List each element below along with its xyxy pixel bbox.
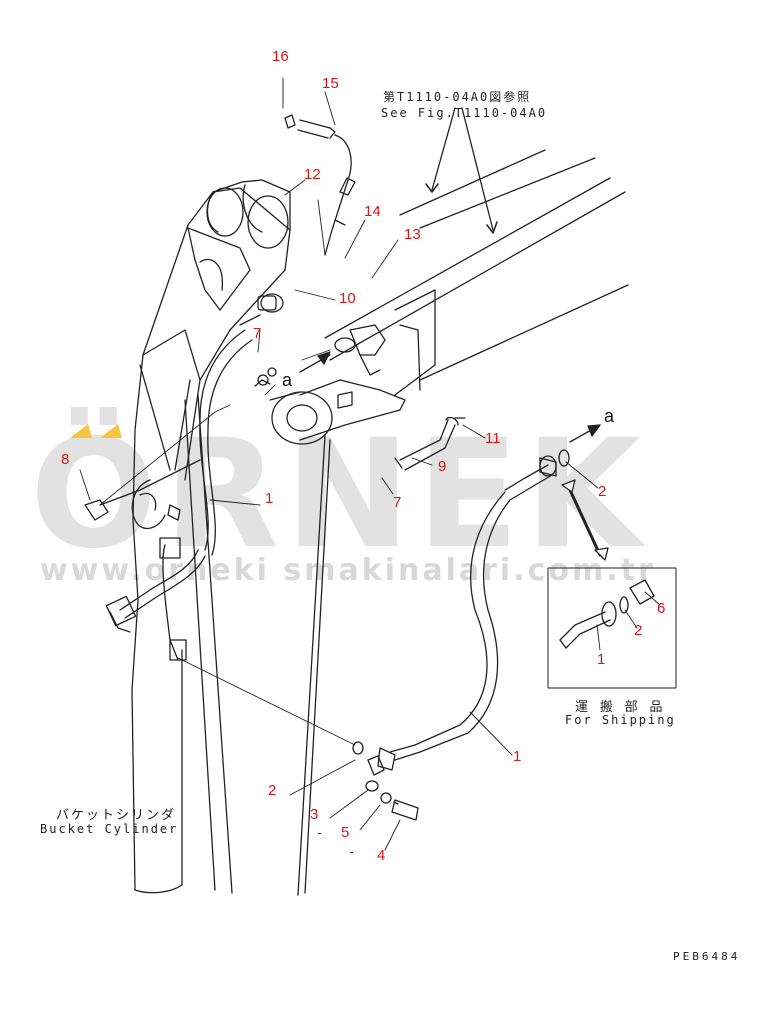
callout-5: 5 bbox=[341, 824, 350, 841]
callout-4: 4 bbox=[377, 847, 386, 864]
callout-12: 12 bbox=[304, 166, 321, 183]
reference-arrows bbox=[299, 107, 601, 443]
view-letter: a bbox=[282, 370, 293, 390]
callout-15: 15 bbox=[322, 75, 339, 92]
watermark-brand: ÖRNEK bbox=[30, 408, 648, 582]
dash-mark: - bbox=[348, 845, 358, 859]
shipping-box bbox=[547, 567, 677, 689]
callout-9: 9 bbox=[438, 458, 447, 475]
callout-14: 14 bbox=[364, 203, 381, 220]
fittings-bottom bbox=[352, 741, 419, 821]
callout-6: 6 bbox=[657, 600, 666, 617]
callout-7: 7 bbox=[393, 494, 402, 511]
reference-note-jp: 第T1110-04A0図参照 bbox=[383, 90, 532, 104]
shipping-arrow-head bbox=[594, 547, 609, 561]
drawing-code: PEB6484 bbox=[673, 950, 741, 963]
dash-mark: - bbox=[316, 826, 326, 840]
watermark-accent bbox=[100, 424, 122, 438]
pin-assembly bbox=[284, 114, 356, 256]
watermark-url: www.orneki smakinalari.com.tr bbox=[40, 553, 656, 588]
callout-3: 3 bbox=[310, 806, 319, 823]
callout-10: 10 bbox=[339, 290, 356, 307]
hose-1-left bbox=[105, 314, 261, 661]
callout-1: 1 bbox=[513, 748, 522, 765]
hose-clamps bbox=[254, 293, 386, 409]
shipping-double-arrow bbox=[568, 488, 602, 557]
shipping-parts bbox=[559, 579, 655, 649]
callout-11: 11 bbox=[485, 430, 501, 447]
watermark-accent bbox=[70, 424, 92, 438]
callout-2: 2 bbox=[268, 782, 277, 799]
callout-1: 1 bbox=[597, 651, 606, 668]
callout-16: 16 bbox=[272, 48, 289, 65]
reference-note-en: See Fig.T1110-04A0 bbox=[381, 106, 548, 120]
hose-9 bbox=[394, 416, 466, 471]
bracket-8 bbox=[84, 459, 201, 530]
leader-lines bbox=[596, 591, 661, 651]
bucket-cylinder-label-en: Bucket Cylinder bbox=[40, 822, 179, 836]
shipping-label-en: For Shipping bbox=[565, 713, 676, 727]
callout-8: 8 bbox=[61, 451, 70, 468]
callout-7: 7 bbox=[253, 325, 262, 342]
callout-2: 2 bbox=[598, 483, 607, 500]
callout-1: 1 bbox=[265, 490, 274, 507]
leader-lines bbox=[79, 77, 599, 851]
view-letter: a bbox=[604, 406, 615, 426]
callout-2: 2 bbox=[634, 622, 643, 639]
bucket-cylinder-label-jp: バケットシリンダ bbox=[56, 808, 177, 823]
callout-13: 13 bbox=[404, 226, 421, 243]
hose-1-main bbox=[377, 449, 570, 771]
shipping-label-jp: 運 搬 部 品 bbox=[575, 700, 665, 715]
shipping-arrow-head bbox=[561, 479, 576, 493]
